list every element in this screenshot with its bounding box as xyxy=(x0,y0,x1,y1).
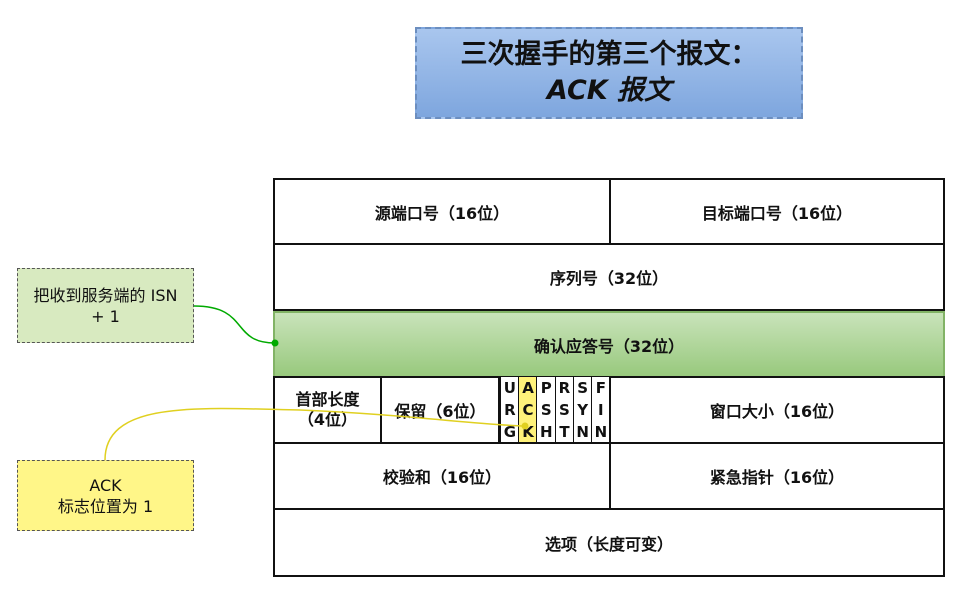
flag-letter: A xyxy=(522,378,534,397)
isn-note-line-2: + 1 xyxy=(91,306,120,326)
flag-letter: I xyxy=(598,400,604,419)
isn-connector xyxy=(193,305,276,344)
header-length-label: 首部长度 xyxy=(295,390,360,409)
flag-letter: H xyxy=(539,422,553,441)
flag-letter: N xyxy=(594,422,608,441)
flag-letter: R xyxy=(558,378,571,397)
ack-flag-note-line-1: ACK xyxy=(89,475,122,495)
isn-note-line-1: 把收到服务端的 ISN xyxy=(33,285,178,305)
flag-letter: N xyxy=(576,422,589,441)
title-line-1: 三次握手的第三个报文： xyxy=(460,39,758,70)
flag-letter: U xyxy=(503,378,516,397)
flag-letter: S xyxy=(540,400,552,419)
ack-flag-connector-dot xyxy=(521,422,529,430)
isn-connector-dot xyxy=(271,339,279,347)
flag-letter: Y xyxy=(577,400,589,419)
window-size-field: 窗口大小（16位） xyxy=(609,376,945,444)
ack-flag-note-line-2: 标志位置为 1 xyxy=(57,496,154,516)
title-box: 三次握手的第三个报文： ACK 报文 xyxy=(415,27,803,119)
flag-letter: F xyxy=(595,378,606,397)
isn-note: 把收到服务端的 ISN + 1 xyxy=(17,268,194,343)
ack-number-field: 确认应答号（32位） xyxy=(273,311,945,378)
ack-flag-connector xyxy=(104,407,526,461)
flag-letter: G xyxy=(503,422,516,441)
flag-letter: R xyxy=(504,400,516,419)
ack-flag-note: ACK 标志位置为 1 xyxy=(17,460,194,531)
checksum-field: 校验和（16位） xyxy=(273,442,611,510)
flag-letter: S xyxy=(559,400,570,419)
flag-letter: K xyxy=(522,422,534,441)
urgent-pointer-field: 紧急指针（16位） xyxy=(609,442,945,510)
options-field: 选项（长度可变） xyxy=(273,508,945,577)
flag-letter: S xyxy=(577,378,589,397)
sequence-number-field: 序列号（32位） xyxy=(273,243,945,311)
title-line-2: ACK 报文 xyxy=(546,75,672,106)
header-length-bits: （4位） xyxy=(297,410,358,429)
flag-letter: P xyxy=(540,378,552,397)
flag-letter: C xyxy=(522,400,534,419)
flag-letter: T xyxy=(559,422,570,441)
